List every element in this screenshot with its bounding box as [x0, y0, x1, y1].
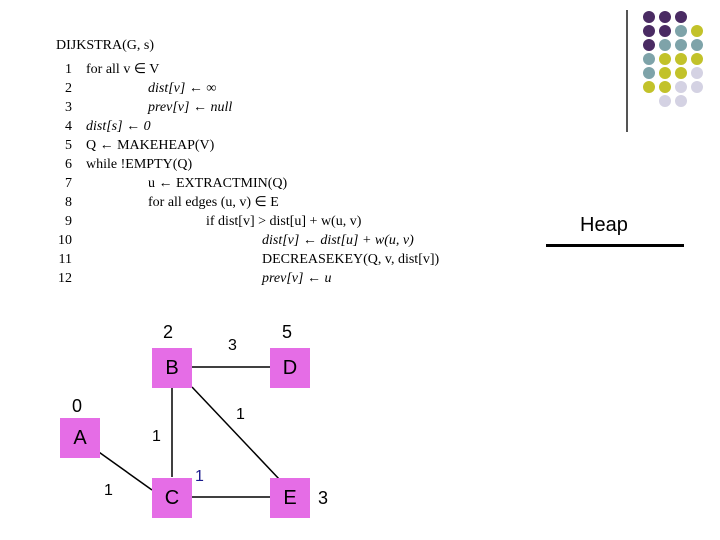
dot [691, 81, 703, 93]
edge-weight-c-e: 1 [195, 468, 204, 485]
code-text: DECREASEKEY(Q, v, dist[v]) [262, 252, 440, 267]
dot [675, 11, 687, 23]
edge-weight-b-d: 3 [228, 337, 237, 354]
dot [659, 11, 671, 23]
edge-weight-d-e: 1 [236, 406, 245, 423]
edge-weight-a-c: 1 [104, 482, 113, 499]
line-number: 10 [58, 233, 72, 248]
dot [659, 67, 671, 79]
dot [691, 25, 703, 37]
code-text: u ← EXTRACTMIN(Q) [148, 176, 288, 191]
algorithm-title: DIJKSTRA(G, s) [56, 38, 154, 53]
dot [659, 95, 671, 107]
code-text: prev[v] ← null [148, 100, 233, 115]
dot [659, 81, 671, 93]
dot [643, 25, 655, 37]
code-text: dist[s] ← 0 [86, 119, 151, 134]
code-line: 1 for all v ∈ V [56, 60, 476, 79]
decorative-divider [626, 10, 628, 132]
distance-label-a: 0 [72, 396, 83, 416]
node-label: B [165, 356, 179, 379]
code-text: if dist[v] > dist[u] + w(u, v) [206, 214, 362, 229]
dot [643, 81, 655, 93]
line-number: 9 [65, 214, 72, 229]
graph-node-a: A [60, 418, 100, 458]
graph-node-b: B [152, 348, 192, 388]
line-number: 6 [65, 157, 72, 172]
code-line: 2 dist[v] ← ∞ [56, 79, 476, 98]
dot [691, 39, 703, 51]
graph-node-e: E [270, 478, 310, 518]
code-line: 9 if dist[v] > dist[u] + w(u, v) [56, 212, 476, 231]
code-line: 11 DECREASEKEY(Q, v, dist[v]) [56, 250, 476, 269]
code-text: Q ← MAKEHEAP(V) [86, 138, 215, 153]
dot [675, 39, 687, 51]
dot [691, 67, 703, 79]
code-line: 12 prev[v] ← u [56, 269, 476, 288]
dot [675, 81, 687, 93]
code-text: for all v ∈ V [86, 62, 160, 77]
dot [675, 53, 687, 65]
dot [675, 25, 687, 37]
code-text: for all edges (u, v) ∈ E [148, 195, 279, 210]
dot [675, 67, 687, 79]
node-label: A [73, 426, 87, 449]
code-line: 3 prev[v] ← null [56, 98, 476, 117]
code-line: 6 while !EMPTY(Q) [56, 155, 476, 174]
code-line: 7 u ← EXTRACTMIN(Q) [56, 174, 476, 193]
line-number: 5 [65, 138, 72, 153]
dot [643, 67, 655, 79]
code-text: prev[v] ← u [262, 271, 332, 286]
code-text: dist[v] ← ∞ [148, 81, 217, 96]
distance-label-e: 3 [318, 488, 329, 508]
dot [691, 53, 703, 65]
code-line: 8 for all edges (u, v) ∈ E [56, 193, 476, 212]
dot [643, 39, 655, 51]
dot [675, 95, 687, 107]
dot [659, 53, 671, 65]
line-number: 4 [65, 119, 72, 134]
line-number: 7 [65, 176, 72, 191]
code-line: 10 dist[v] ← dist[u] + w(u, v) [56, 231, 476, 250]
line-number: 12 [58, 271, 72, 286]
line-number: 11 [58, 252, 72, 267]
edge-d-e [191, 386, 281, 481]
node-label: E [283, 486, 297, 509]
pseudocode-block: DIJKSTRA(G, s) 1 for all v ∈ V 2 dist[v]… [56, 38, 476, 292]
dot [643, 53, 655, 65]
heap-underline [546, 244, 684, 247]
dot [659, 25, 671, 37]
dot [643, 11, 655, 23]
graph-node-d: D [270, 348, 310, 388]
edge-a-c [95, 449, 153, 491]
line-number: 8 [65, 195, 72, 210]
graph-node-c: C [152, 478, 192, 518]
line-number: 2 [65, 81, 72, 96]
heap-label: Heap [580, 214, 628, 236]
line-number: 3 [65, 100, 72, 115]
distance-label-d: 5 [282, 322, 293, 342]
code-text: dist[v] ← dist[u] + w(u, v) [262, 233, 414, 248]
dot [659, 39, 671, 51]
decorative-dot-grid [643, 11, 703, 107]
code-text: while !EMPTY(Q) [86, 157, 193, 172]
code-line: 4 dist[s] ← 0 [56, 117, 476, 136]
code-line: 5 Q ← MAKEHEAP(V) [56, 136, 476, 155]
node-label: D [282, 356, 298, 379]
edge-weight-b-c: 1 [152, 428, 161, 445]
node-label: C [164, 486, 180, 509]
distance-label-b: 2 [163, 322, 174, 342]
line-number: 1 [65, 62, 72, 77]
